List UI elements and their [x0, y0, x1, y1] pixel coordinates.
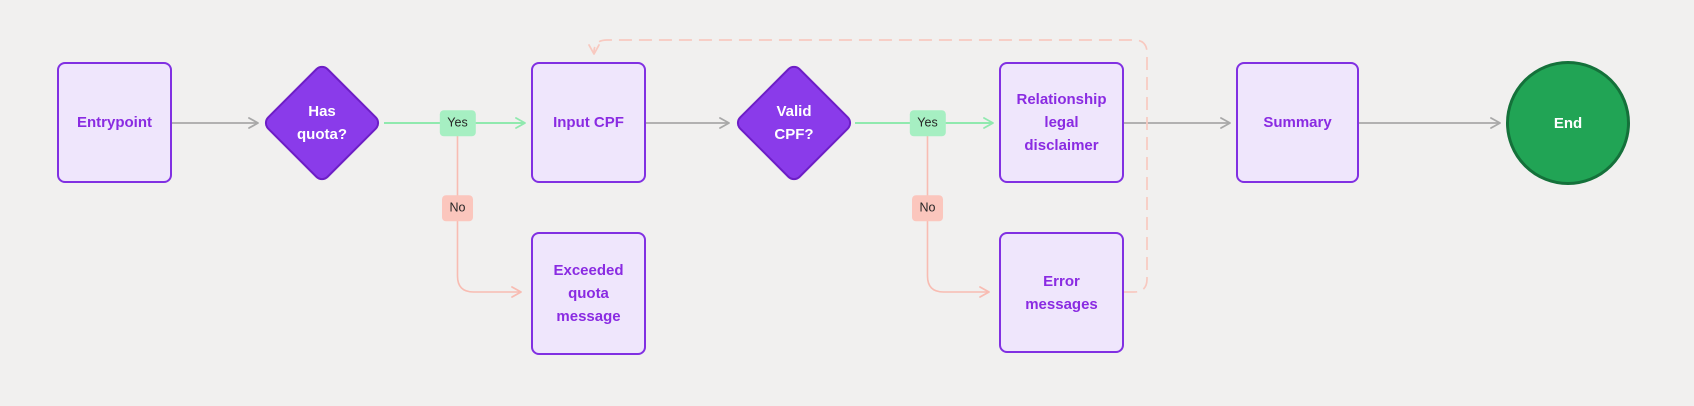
- node-error-messages-label: Error messages: [1025, 272, 1098, 313]
- edge-label-has-quota-no: No: [441, 195, 474, 221]
- node-entrypoint[interactable]: Entrypoint: [57, 62, 172, 183]
- node-end-label: End: [1553, 114, 1583, 132]
- edge-valid-cpf-no-to-error-messages: [926, 130, 990, 298]
- node-has-quota-label: Has quota?: [297, 103, 347, 143]
- node-summary-label: Summary: [1263, 114, 1332, 131]
- node-exceeded-quota-message-label: Exceeded quota message: [553, 262, 624, 325]
- edge-has-quota-no-to-exceeded-quota: [456, 130, 522, 298]
- node-relationship-legal-disclaimer[interactable]: Relationship legal disclaimer: [999, 62, 1124, 183]
- node-summary[interactable]: Summary: [1236, 62, 1359, 183]
- node-valid-cpf-label: Valid CPF?: [774, 103, 814, 143]
- node-input-cpf-label: Input CPF: [553, 114, 624, 131]
- edge-label-valid-cpf-yes: Yes: [909, 110, 946, 136]
- node-valid-cpf[interactable]: Valid CPF?: [733, 62, 855, 184]
- node-end[interactable]: End: [1506, 61, 1630, 185]
- node-relationship-legal-disclaimer-label: Relationship legal disclaimer: [1016, 91, 1107, 154]
- node-has-quota[interactable]: Has quota?: [261, 62, 383, 184]
- edge-label-valid-cpf-no: No: [911, 195, 944, 221]
- node-exceeded-quota-message[interactable]: Exceeded quota message: [531, 232, 646, 355]
- node-input-cpf[interactable]: Input CPF: [531, 62, 646, 183]
- node-entrypoint-label: Entrypoint: [77, 114, 152, 131]
- edge-error-messages-to-input-cpf: [588, 39, 1148, 293]
- node-error-messages[interactable]: Error messages: [999, 232, 1124, 353]
- edge-label-has-quota-yes: Yes: [439, 110, 476, 136]
